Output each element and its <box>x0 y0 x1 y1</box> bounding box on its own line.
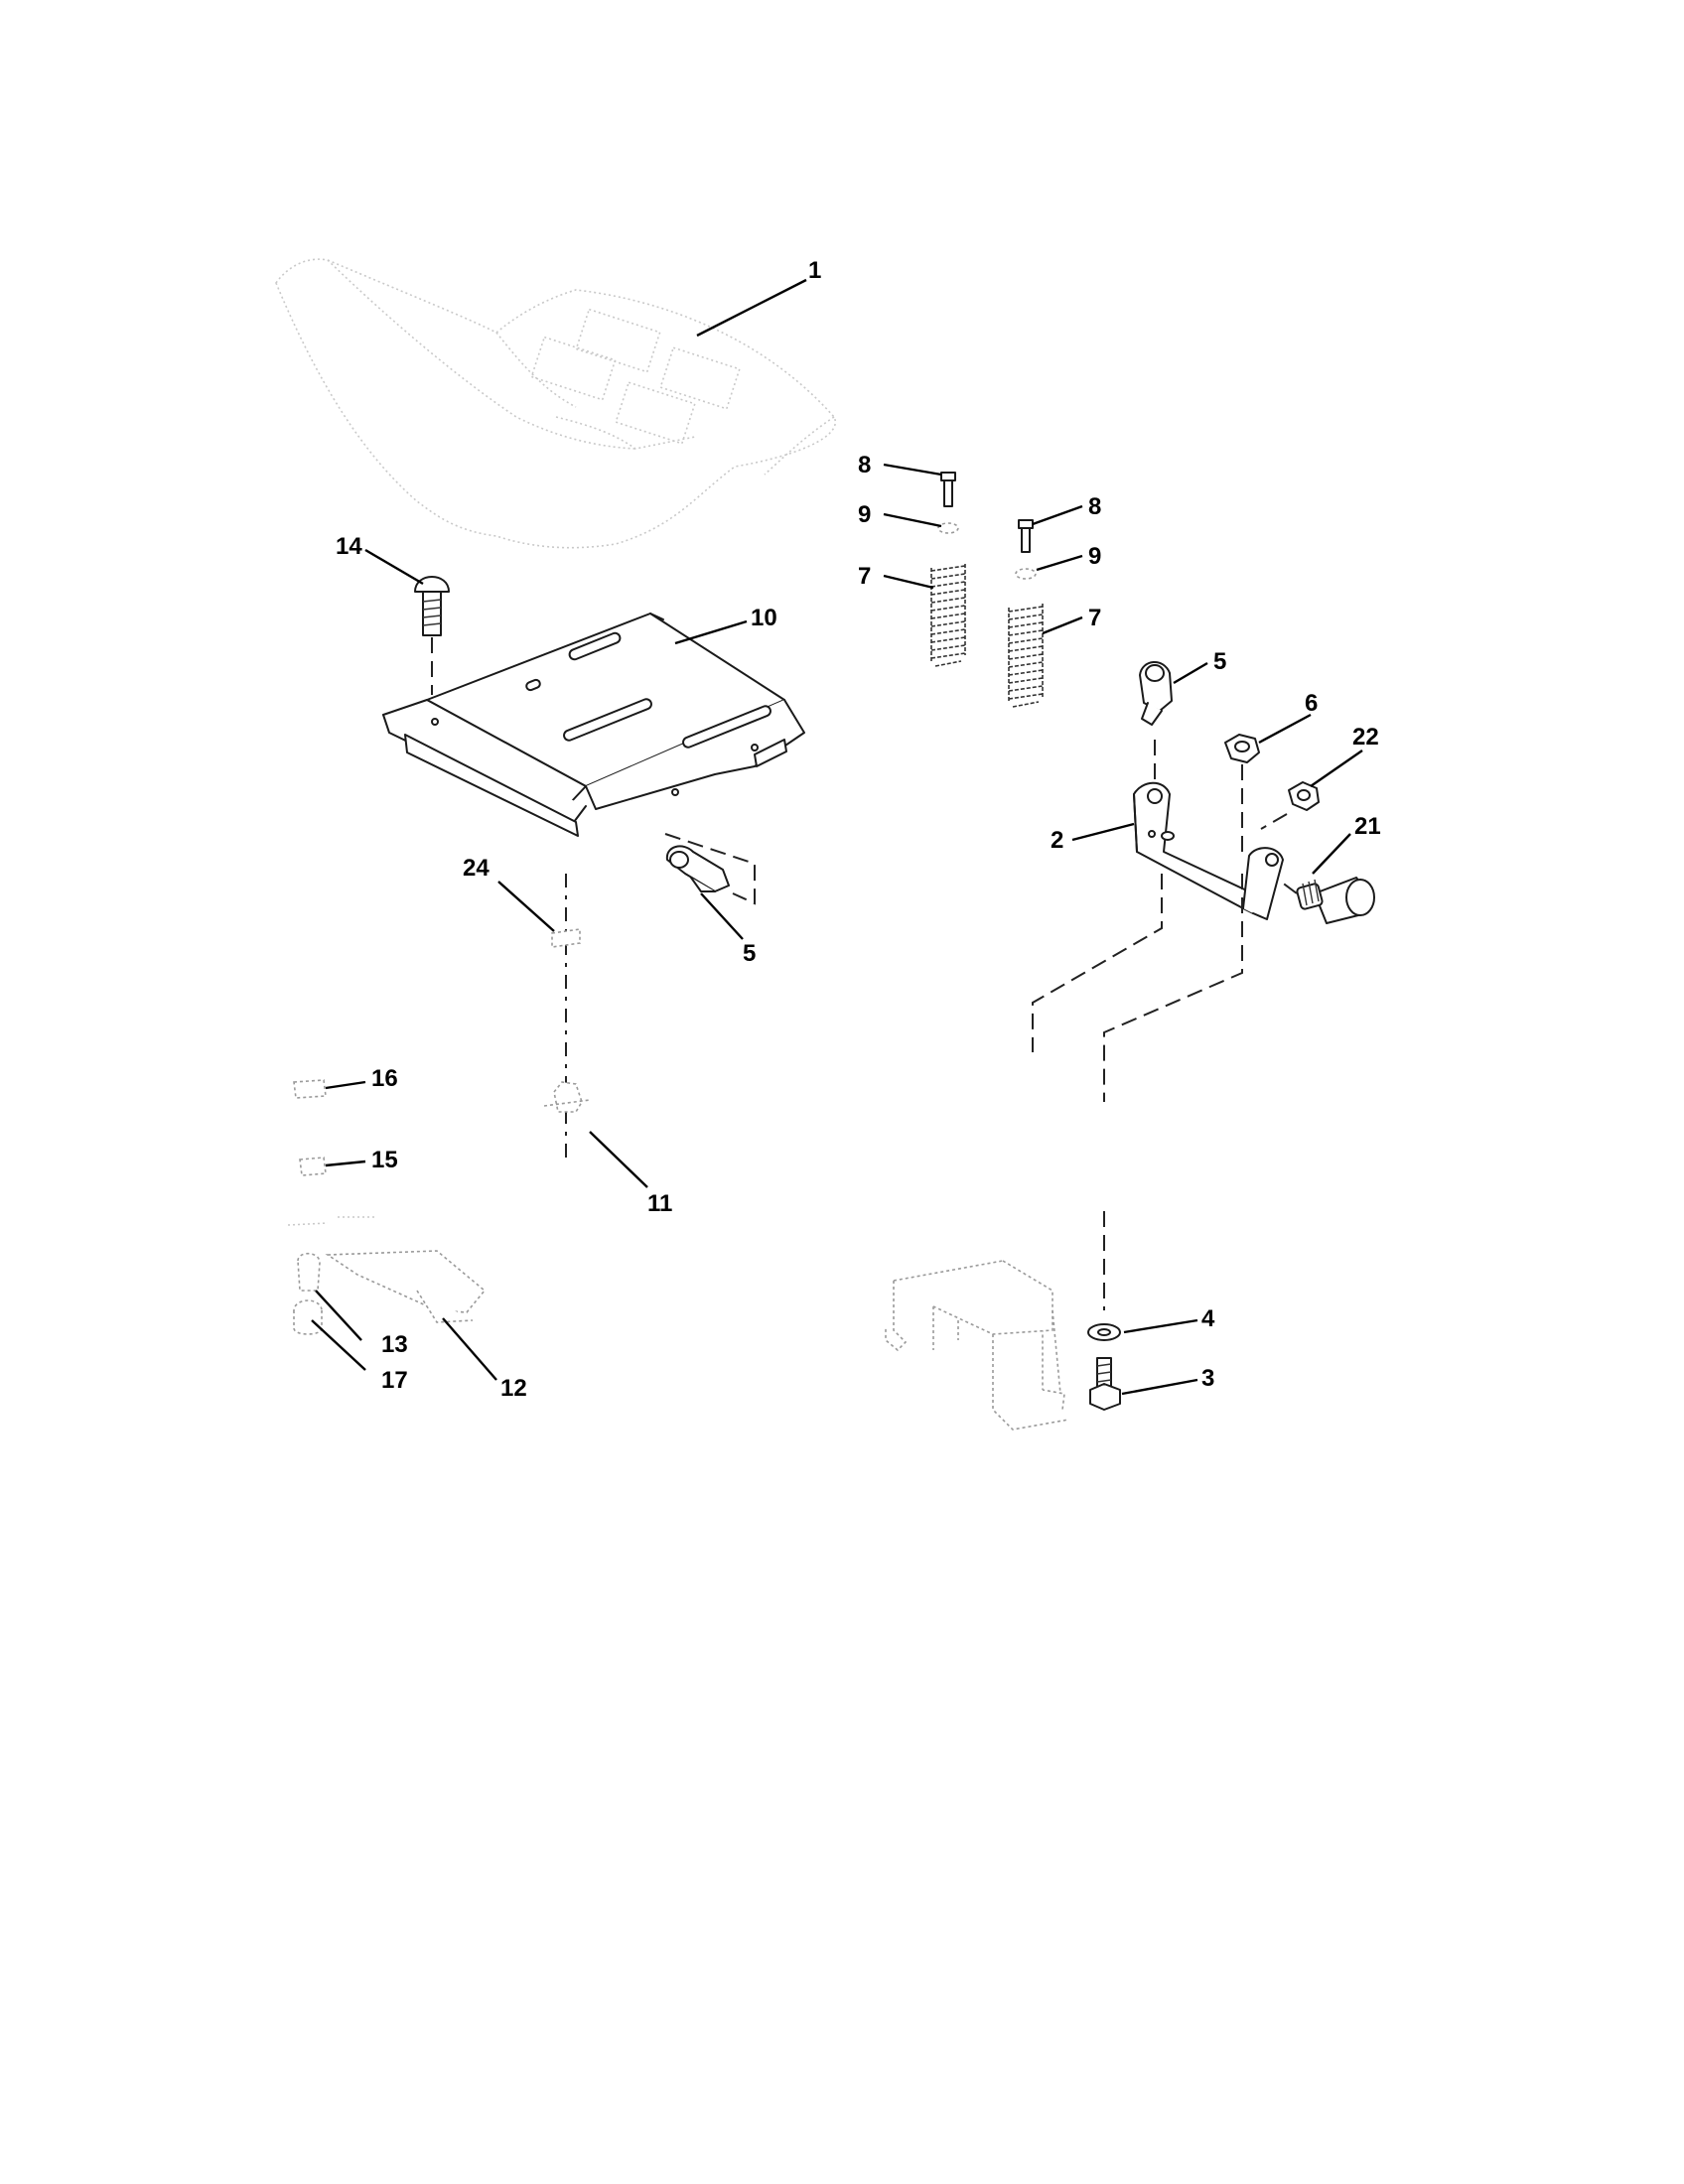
callout-21: 21 <box>1354 813 1381 840</box>
carriage-bolt <box>414 576 450 695</box>
seat-bracket <box>1133 781 1284 920</box>
clip-lower <box>664 833 756 905</box>
callout-15: 15 <box>371 1147 398 1173</box>
callout-14: 14 <box>336 533 362 560</box>
callout-numbers: 1 8 9 7 8 9 7 14 10 5 6 22 21 2 24 5 16 … <box>336 257 1381 1402</box>
callout-5-lower: 5 <box>743 940 756 967</box>
callout-7-left: 7 <box>858 563 871 590</box>
bolt-11-24 <box>543 928 591 1113</box>
callout-16: 16 <box>371 1065 398 1092</box>
callout-11: 11 <box>647 1190 672 1217</box>
seat-pan <box>382 613 805 837</box>
callout-22: 22 <box>1352 724 1379 751</box>
callout-7-right: 7 <box>1088 605 1101 631</box>
callout-8-right: 8 <box>1088 493 1101 520</box>
hex-nut <box>1224 734 1260 854</box>
callout-6: 6 <box>1305 690 1318 717</box>
shoulder-bolt <box>1280 877 1375 924</box>
callout-17: 17 <box>381 1367 408 1394</box>
flat-washer <box>1087 1323 1121 1341</box>
callout-12: 12 <box>500 1375 527 1402</box>
hex-bolt <box>1089 1357 1121 1411</box>
callout-5-upper: 5 <box>1213 648 1226 675</box>
callout-2: 2 <box>1051 827 1063 854</box>
callout-1: 1 <box>808 257 821 284</box>
callout-13: 13 <box>381 1331 408 1358</box>
callout-24: 24 <box>463 855 490 882</box>
callout-8-left: 8 <box>858 452 871 478</box>
lower-left-hardware <box>287 1079 487 1335</box>
alignment-lines <box>565 874 1243 1310</box>
callout-3: 3 <box>1201 1365 1214 1392</box>
callout-9-right: 9 <box>1088 543 1101 570</box>
spring-bolt-right <box>1008 519 1044 708</box>
seat <box>275 258 837 549</box>
callout-10: 10 <box>751 605 777 631</box>
spring-bolt-left <box>930 472 966 667</box>
leader-lines <box>311 278 1363 1396</box>
callout-4: 4 <box>1201 1305 1215 1332</box>
lock-nut <box>1260 781 1320 830</box>
clip-upper <box>1139 661 1173 784</box>
callout-9-left: 9 <box>858 501 871 528</box>
frame-section <box>885 1260 1069 1431</box>
